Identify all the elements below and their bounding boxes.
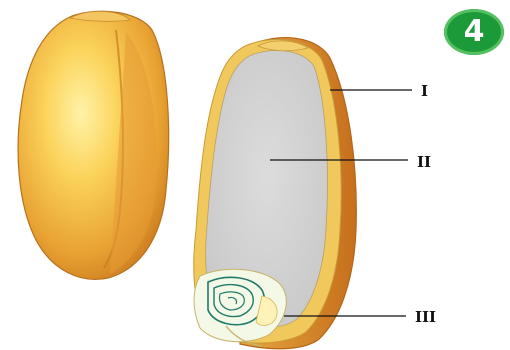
label-iii: III	[415, 310, 436, 325]
figure-number: 4	[464, 17, 485, 47]
figure-number-badge: 4	[444, 9, 504, 55]
cut-kernel	[194, 38, 357, 349]
whole-kernel	[18, 11, 169, 279]
label-i: I	[421, 84, 428, 99]
label-ii: II	[417, 155, 431, 170]
